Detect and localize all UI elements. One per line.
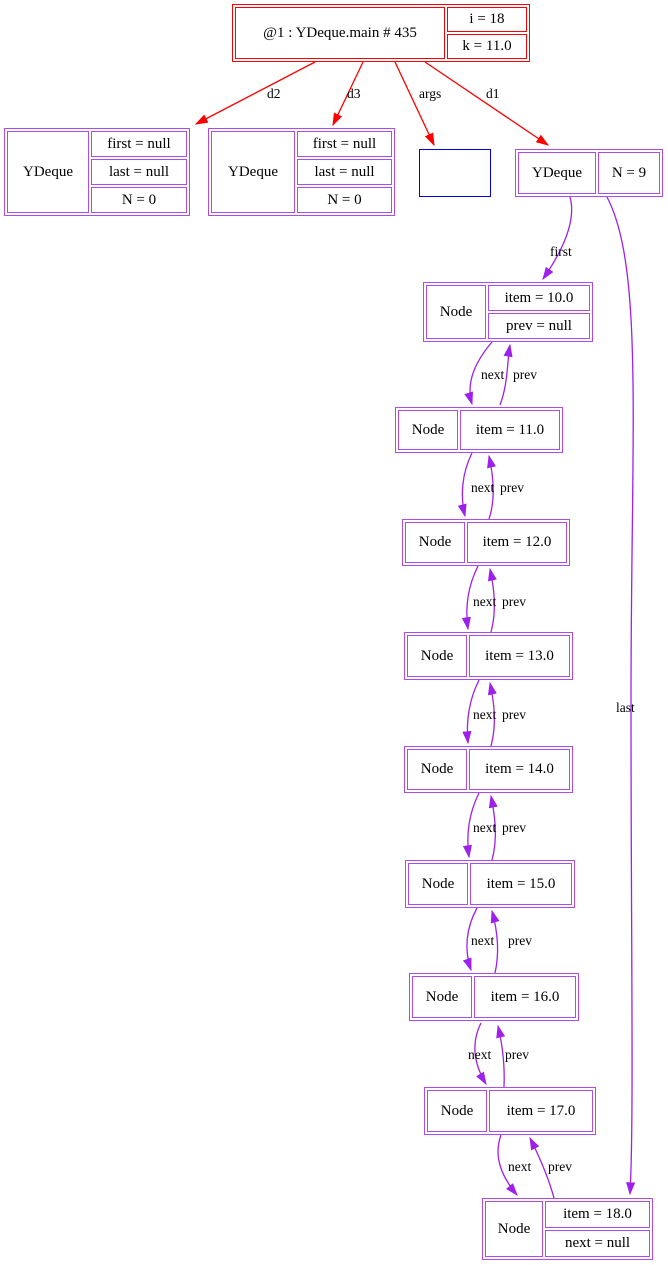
edge-prev-16-17: [496, 1024, 506, 1088]
args-node: [419, 149, 491, 197]
node-18-type: Node: [485, 1201, 543, 1257]
node-13-type: Node: [407, 635, 467, 677]
edge-label-d1: d1: [486, 86, 500, 101]
edge-label-prev-13-14: prev: [502, 707, 526, 722]
node-14-item: item = 14.0: [469, 749, 570, 790]
node-18-next: next = null: [545, 1230, 650, 1257]
edge-label-prev-11-12: prev: [500, 480, 524, 495]
edge-label-last: last: [616, 700, 635, 715]
node-15-item: item = 15.0: [470, 863, 572, 905]
frame-var-i: i = 18: [447, 7, 527, 32]
edge-label-d3: d3: [347, 86, 361, 101]
edge-label-next-16-17: next: [468, 1047, 492, 1062]
ydeque-d2-field-n: N = 0: [91, 187, 187, 213]
edge-label-prev-16-17: prev: [505, 1047, 529, 1062]
node-13: Node item = 13.0: [404, 632, 573, 680]
edge-last: [606, 196, 636, 1196]
ydeque-d2-field-first: first = null: [91, 131, 187, 157]
node-12-item: item = 12.0: [467, 522, 567, 563]
ydeque-d1-field-n: N = 9: [598, 152, 660, 194]
node-10-item: item = 10.0: [488, 285, 590, 311]
ydeque-d3-type: YDeque: [211, 131, 295, 213]
edge-label-d2: d2: [267, 86, 281, 101]
edge-label-next-14-15: next: [473, 820, 497, 835]
ydeque-d3-field-last: last = null: [297, 159, 392, 185]
node-10: Node item = 10.0 prev = null: [423, 282, 593, 342]
node-16-item: item = 16.0: [474, 976, 576, 1018]
node-11-type: Node: [398, 410, 458, 450]
edge-label-first: first: [550, 244, 572, 259]
node-11-item: item = 11.0: [460, 410, 560, 450]
node-11: Node item = 11.0: [395, 407, 563, 453]
node-16: Node item = 16.0: [409, 973, 579, 1021]
edge-args: [394, 61, 435, 147]
node-15-type: Node: [408, 863, 468, 905]
node-18-item: item = 18.0: [545, 1201, 650, 1228]
edge-label-prev-15-16: prev: [508, 933, 532, 948]
edge-d2: [194, 61, 316, 125]
node-18: Node item = 18.0 next = null: [482, 1198, 653, 1260]
ydeque-d2-type: YDeque: [7, 131, 89, 213]
ydeque-d3-field-first: first = null: [297, 131, 392, 157]
edge-label-args: args: [419, 86, 442, 101]
stack-frame-title: @1 : YDeque.main # 435: [235, 7, 445, 59]
ydeque-d1-type: YDeque: [518, 152, 596, 194]
edge-label-prev-17-18: prev: [548, 1159, 572, 1174]
node-17: Node item = 17.0: [424, 1087, 596, 1135]
edge-label-next-15-16: next: [471, 933, 495, 948]
ydeque-d2-node: YDeque first = null last = null N = 0: [4, 128, 190, 216]
node-17-type: Node: [427, 1090, 487, 1132]
node-15: Node item = 15.0: [405, 860, 575, 908]
edge-label-prev-12-13: prev: [502, 594, 526, 609]
ydeque-d2-field-last: last = null: [91, 159, 187, 185]
node-14-type: Node: [407, 749, 467, 790]
edge-first: [542, 196, 573, 281]
frame-var-k: k = 11.0: [447, 34, 527, 59]
edge-label-prev-14-15: prev: [502, 820, 526, 835]
node-10-prev: prev = null: [488, 313, 590, 339]
edge-label-next-17-18: next: [508, 1159, 532, 1174]
edge-label-prev-10-11: prev: [513, 367, 537, 382]
node-13-item: item = 13.0: [469, 635, 570, 677]
ydeque-d3-field-n: N = 0: [297, 187, 392, 213]
node-10-type: Node: [426, 285, 486, 339]
edge-label-next-13-14: next: [473, 707, 497, 722]
ydeque-d3-node: YDeque first = null last = null N = 0: [208, 128, 395, 216]
node-17-item: item = 17.0: [489, 1090, 593, 1132]
node-12: Node item = 12.0: [402, 519, 570, 566]
ydeque-d1-node: YDeque N = 9: [515, 149, 663, 197]
edge-d1: [424, 61, 550, 146]
node-14: Node item = 14.0: [404, 746, 573, 793]
stack-frame-node: @1 : YDeque.main # 435 i = 18 k = 11.0: [232, 4, 530, 62]
edge-label-next-11-12: next: [471, 480, 495, 495]
edge-label-next-12-13: next: [473, 594, 497, 609]
node-16-type: Node: [412, 976, 472, 1018]
node-12-type: Node: [405, 522, 465, 563]
edge-label-next-10-11: next: [481, 367, 505, 382]
